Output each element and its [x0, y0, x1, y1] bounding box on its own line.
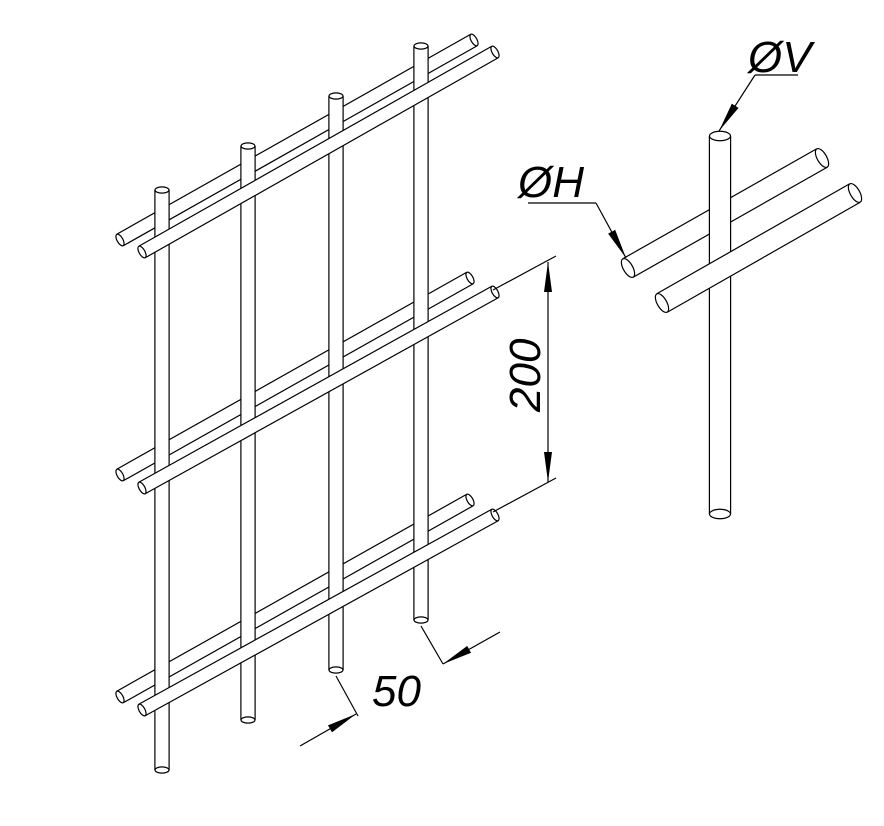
detail-horizontal-wire-front — [654, 182, 863, 314]
horizontal-diameter-label: ØH — [516, 158, 584, 207]
horizontal-wire-front — [137, 508, 500, 717]
extension-line-left — [335, 675, 359, 717]
vertical-diameter-label: ØV — [746, 33, 815, 82]
dimension-200-label: 200 — [501, 338, 550, 413]
horizontal-wire-front — [137, 285, 500, 495]
extension-line-top — [492, 255, 557, 291]
extension-line-right — [420, 625, 444, 665]
dimension-200 — [492, 255, 557, 513]
detail-vertical-wire — [708, 130, 732, 520]
dimension-arrow-right — [442, 631, 501, 665]
extension-line-bottom — [492, 477, 557, 513]
horizontal-wire-back — [115, 493, 475, 704]
horizontal-wire-back — [115, 271, 475, 482]
dimension-50 — [299, 625, 501, 747]
vertical-diameter-leader — [718, 74, 798, 132]
front-horizontal-wires — [137, 45, 863, 717]
dimension-50-label: 50 — [372, 667, 421, 716]
horizontal-wire-front — [137, 45, 500, 259]
dimension-arrow-left — [299, 713, 357, 747]
horizontal-diameter-leader — [528, 202, 627, 259]
